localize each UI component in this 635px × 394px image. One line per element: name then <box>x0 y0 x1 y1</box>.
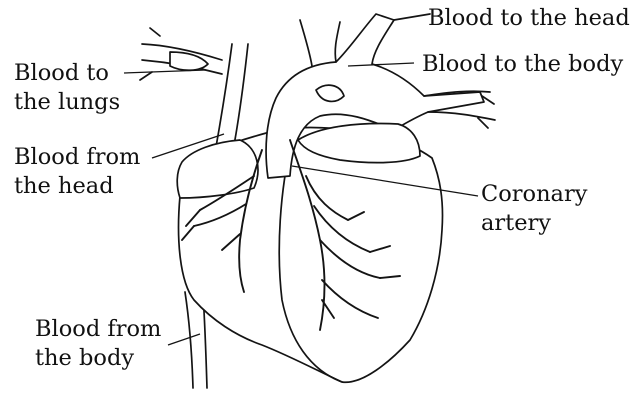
label-blood-from-body: Blood from the body <box>35 315 161 373</box>
label-blood-to-body-text: Blood to the body <box>422 50 623 79</box>
label-blood-to-head: Blood to the head <box>428 4 630 33</box>
label-blood-to-lungs-line2: the lungs <box>14 88 120 117</box>
label-blood-from-body-line2: the body <box>35 344 161 373</box>
label-blood-to-body: Blood to the body <box>422 50 623 79</box>
label-blood-from-head-line2: the head <box>14 172 140 201</box>
label-blood-to-lungs: Blood to the lungs <box>14 59 120 117</box>
label-blood-to-lungs-line1: Blood to <box>14 59 120 88</box>
label-blood-from-head: Blood from the head <box>14 143 140 201</box>
label-blood-from-body-line1: Blood from <box>35 315 161 344</box>
label-blood-to-head-text: Blood to the head <box>428 4 630 33</box>
label-coronary-artery-line2: artery <box>481 209 587 238</box>
label-coronary-artery: Coronary artery <box>481 180 587 238</box>
label-coronary-artery-line1: Coronary <box>481 180 587 209</box>
right-atrium <box>177 140 258 198</box>
label-blood-from-head-line1: Blood from <box>14 143 140 172</box>
